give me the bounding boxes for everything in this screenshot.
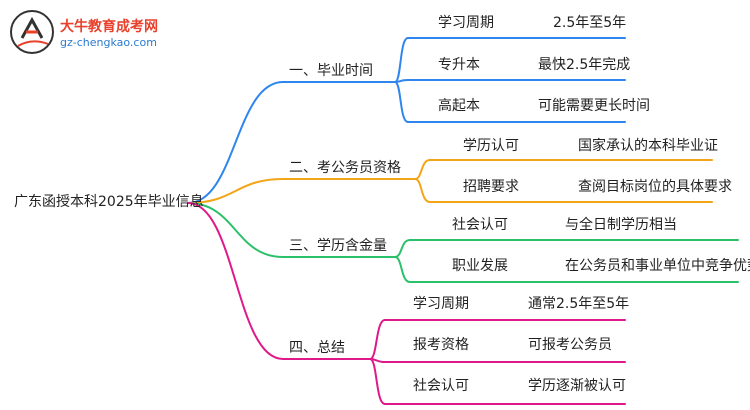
branch-1-item-3-value: 可能需要更长时间 — [538, 98, 650, 114]
branch-3-item-2-value: 在公务员和事业单位中竞争优势 — [565, 258, 750, 274]
branch-1-leaf-3-curve — [394, 81, 409, 123]
branch-1-curve — [187, 81, 284, 204]
branch-4-item-2-value: 可报考公务员 — [528, 337, 612, 353]
branch-4-curve — [187, 202, 284, 360]
logo-icon — [10, 10, 54, 54]
branch-3-label: 三、学历含金量 — [289, 238, 387, 254]
branch-2-item-1-value: 国家承认的本科毕业证 — [578, 138, 718, 154]
branch-1-item-2-key: 专升本 — [438, 57, 480, 73]
branch-3-leaf-2-curve — [394, 256, 411, 283]
branch-4-item-1-value: 通常2.5年至5年 — [528, 296, 630, 312]
branch-3-item-1-value: 与全日制学历相当 — [565, 217, 677, 233]
branch-2-leaf-2-curve — [414, 178, 431, 203]
branch-1-leaf-1-curve — [394, 37, 409, 83]
branch-1-item-3-key: 高起本 — [438, 98, 480, 114]
branch-4-item-2-key: 报考资格 — [413, 337, 469, 353]
branch-3-item-1-key: 社会认可 — [452, 217, 508, 233]
branch-4-item-1-key: 学习周期 — [413, 296, 469, 312]
root-topic: 广东函授本科2025年毕业信息 — [14, 194, 204, 210]
branch-3-leaf-1-curve — [394, 239, 411, 258]
branch-1-label: 一、毕业时间 — [289, 63, 373, 79]
branch-2-item-1-key: 学历认可 — [463, 138, 519, 154]
branch-1-item-1-value: 2.5年至5年 — [553, 15, 627, 31]
branch-2-leaf-1-curve — [414, 159, 431, 180]
branch-1-item-1-key: 学习周期 — [438, 15, 494, 31]
logo-name: 大牛教育成考网 — [60, 19, 158, 35]
branch-4-item-3-value: 学历逐渐被认可 — [528, 378, 626, 394]
branch-3-curve — [187, 202, 284, 258]
branch-3-item-2-key: 职业发展 — [452, 258, 508, 274]
branch-4-leaf-3-curve — [369, 358, 386, 405]
logo: 大牛教育成考网 gz-chengkao.com — [8, 8, 198, 56]
branch-2-curve — [187, 178, 284, 204]
branch-2-item-2-key: 招聘要求 — [463, 179, 519, 195]
branch-2-item-2-value: 查阅目标岗位的具体要求 — [578, 179, 732, 195]
branch-4-leaf-1-curve — [369, 319, 386, 360]
logo-url: gz-chengkao.com — [60, 36, 157, 49]
branch-2-label: 二、考公务员资格 — [289, 160, 401, 176]
branch-1-item-2-value: 最快2.5年完成 — [538, 57, 631, 73]
branch-4-label: 四、总结 — [289, 340, 345, 356]
branch-4-item-3-key: 社会认可 — [413, 378, 469, 394]
